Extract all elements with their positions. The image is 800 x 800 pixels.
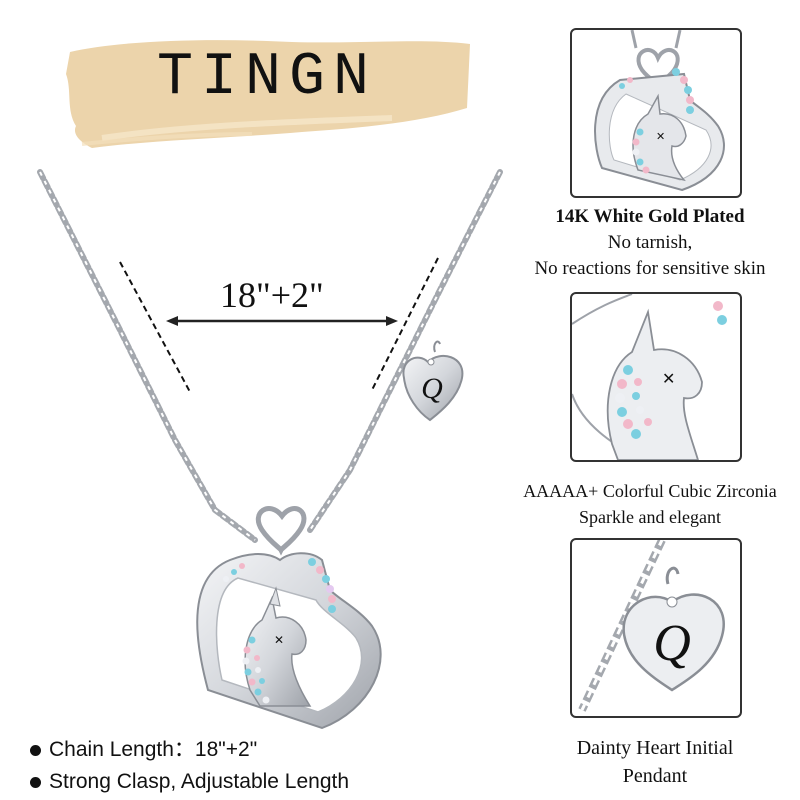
charm-initial-text: Q <box>653 615 691 672</box>
panel-1-caption: 14K White Gold Plated No tarnish, No rea… <box>500 204 800 282</box>
charm-closeup-image: Q <box>578 540 725 712</box>
brand-name: TINGN <box>156 44 378 112</box>
panel-2-caption: AAAAA+ Colorful Cubic Zirconia Sparkle a… <box>500 478 800 530</box>
gem-row-right <box>308 558 336 613</box>
caption-line: Dainty Heart Initial <box>576 737 734 759</box>
mane-gems <box>242 636 270 704</box>
gem-row-left <box>223 563 245 582</box>
svg-text:✕: ✕ <box>656 130 665 143</box>
detail-panel-charm: Q <box>570 538 742 718</box>
caption-line: 14K White Gold Plated <box>555 206 745 227</box>
bullet-icon <box>30 776 41 788</box>
detail-panel-gems: ✕ <box>570 292 742 462</box>
left-guide-line <box>119 261 191 393</box>
caption-line: No tarnish, <box>607 232 693 253</box>
necklace-main-image: Q ✕ <box>37 169 503 730</box>
pendant-detail-image: ✕ <box>594 30 725 192</box>
detail-panel-pendant: ✕ <box>570 28 742 198</box>
feature-chain-length: Chain Length：18"+2" <box>30 734 349 766</box>
heart-unicorn-pendant: ✕ <box>196 506 382 730</box>
caption-line: Pendant <box>622 765 688 787</box>
svg-text:✕: ✕ <box>274 633 284 647</box>
initial-charm: Q <box>402 340 464 422</box>
right-chain <box>307 169 503 533</box>
brush-stroke-background <box>66 40 470 148</box>
svg-text:✕: ✕ <box>662 369 675 388</box>
chain-measurement-label: 18"+2" <box>220 275 324 315</box>
bullet-icon <box>30 744 41 756</box>
caption-line: No reactions for sensitive skin <box>534 258 766 279</box>
charm-initial-text: Q <box>421 372 443 405</box>
caption-line: Sparkle and elegant <box>579 507 721 527</box>
panel-3-caption: Dainty Heart Initial Pendant <box>530 734 780 790</box>
brand-banner: TINGN <box>62 30 472 148</box>
feature-label: Chain Length：18"+2" <box>49 738 258 761</box>
measurement-arrow <box>166 316 398 326</box>
caption-line: AAAAA+ Colorful Cubic Zirconia <box>523 481 777 501</box>
left-chain <box>37 169 258 543</box>
feature-list: Chain Length：18"+2" Strong Clasp, Adjust… <box>30 734 349 798</box>
feature-clasp: Strong Clasp, Adjustable Length <box>30 766 349 798</box>
gems-closeup-image: ✕ <box>572 294 727 460</box>
right-guide-line <box>371 257 439 391</box>
feature-label: Strong Clasp, Adjustable Length <box>49 770 350 793</box>
